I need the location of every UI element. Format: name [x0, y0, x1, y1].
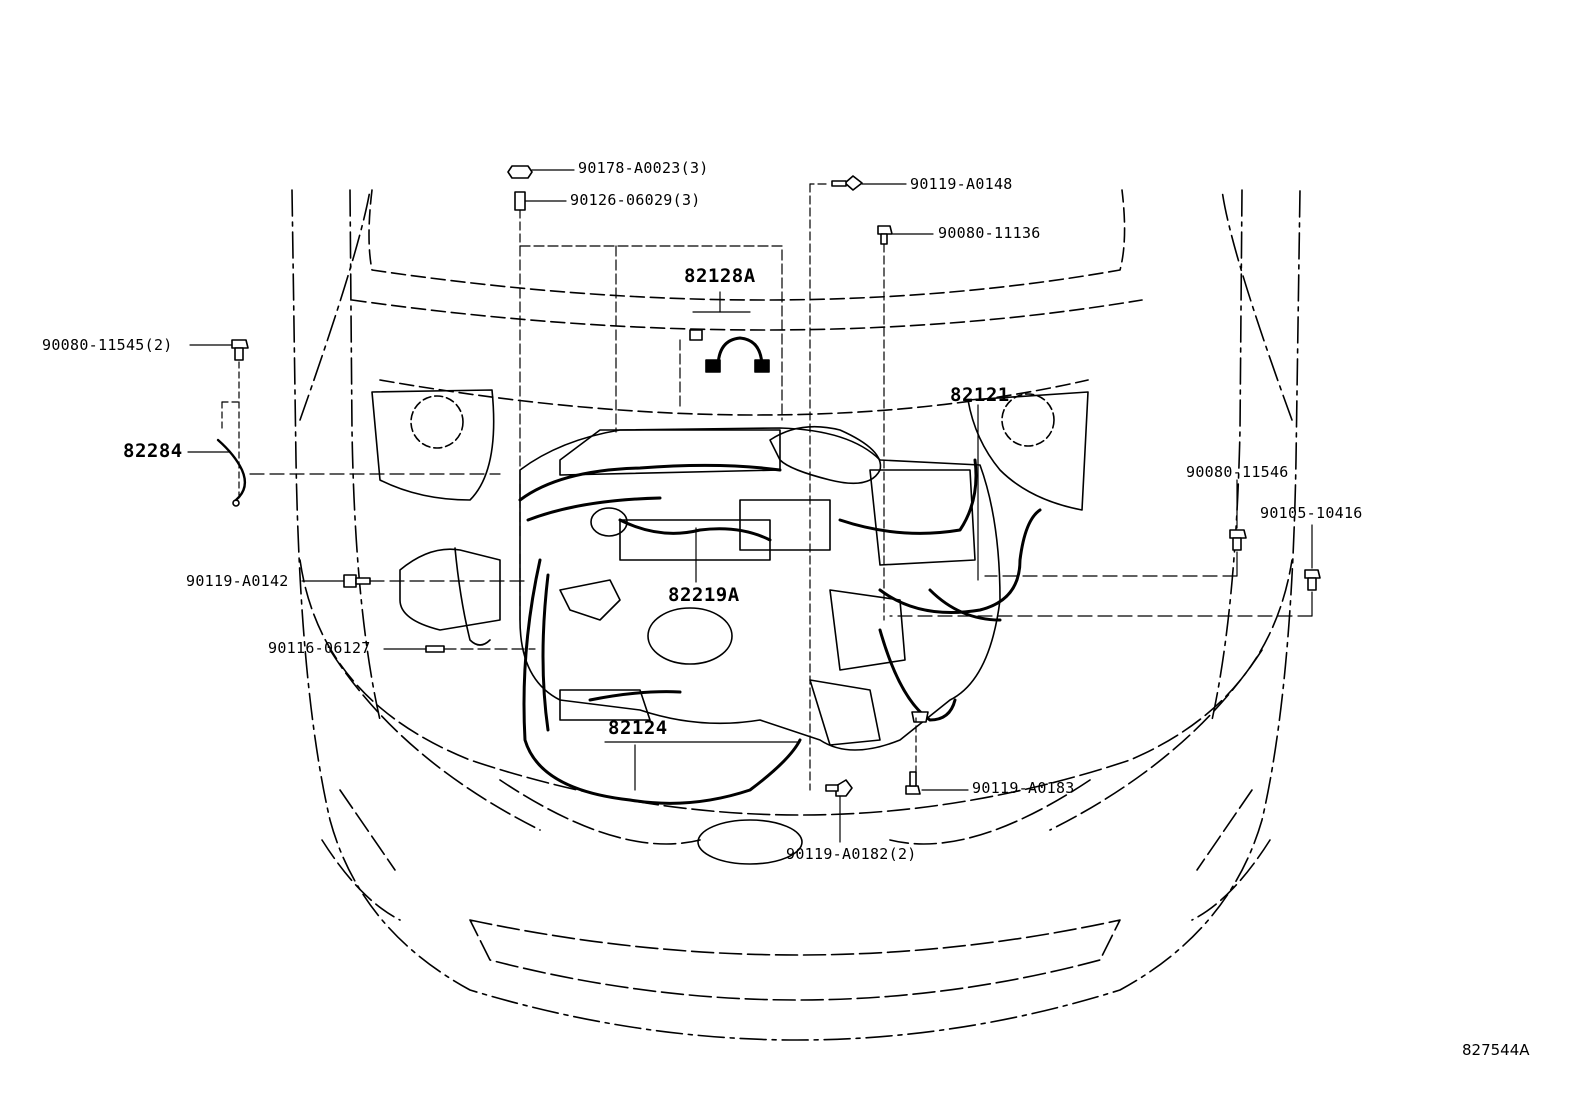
leader-lines	[187, 169, 1313, 843]
diagram-code: 827544A	[1462, 1041, 1530, 1059]
pin-icon	[425, 645, 445, 653]
part-label-90126-06029: 90126-06029(3)	[570, 191, 701, 209]
part-label-82124: 82124	[608, 717, 668, 739]
part-label-82284: 82284	[123, 440, 183, 462]
bolt-icon	[1304, 569, 1321, 579]
part-label-90105-10416: 90105-10416	[1260, 504, 1363, 522]
part-label-82128a: 82128A	[684, 265, 756, 287]
part-label-90178-a0023: 90178-A0023(3)	[578, 159, 709, 177]
bolt-icon	[231, 339, 249, 349]
part-label-90116-06127: 90116-06127	[268, 639, 371, 657]
bolt-icon	[831, 180, 847, 187]
part-label-90080-11545: 90080-11545(2)	[42, 336, 173, 354]
strut-towers	[371, 389, 1089, 511]
bolt-icon	[877, 225, 893, 235]
part-label-90119-a0142: 90119-A0142	[186, 572, 289, 590]
hood-outline	[351, 189, 1143, 416]
bolt-icon	[343, 574, 357, 588]
bolt-icon	[1229, 529, 1247, 539]
part-label-90119-a0148: 90119-A0148	[910, 175, 1013, 193]
pin-icon	[514, 191, 526, 211]
fasteners	[231, 165, 1321, 797]
engine-block	[399, 425, 1001, 751]
bolt-icon	[507, 165, 533, 179]
front-bumper-outline	[299, 559, 1293, 1001]
bolt-icon	[844, 175, 863, 191]
harness-82284	[216, 438, 247, 507]
part-label-90119-a0182: 90119-A0182(2)	[786, 845, 917, 863]
bolt-icon	[905, 785, 921, 795]
part-label-82219a: 82219A	[668, 584, 740, 606]
bolt-icon	[835, 779, 853, 797]
assembly-boxes	[519, 245, 783, 621]
part-label-82121: 82121	[950, 384, 1010, 406]
part-label-90080-11136: 90080-11136	[938, 224, 1041, 242]
emblem	[697, 819, 803, 865]
wire-harness	[518, 458, 1042, 805]
part-label-90080-11546: 90080-11546	[1186, 463, 1289, 481]
harness-82128a	[689, 329, 770, 373]
part-label-90119-a0183: 90119-A0183	[972, 779, 1075, 797]
clip-icon	[911, 711, 929, 723]
car-body-outline	[291, 189, 1301, 1041]
